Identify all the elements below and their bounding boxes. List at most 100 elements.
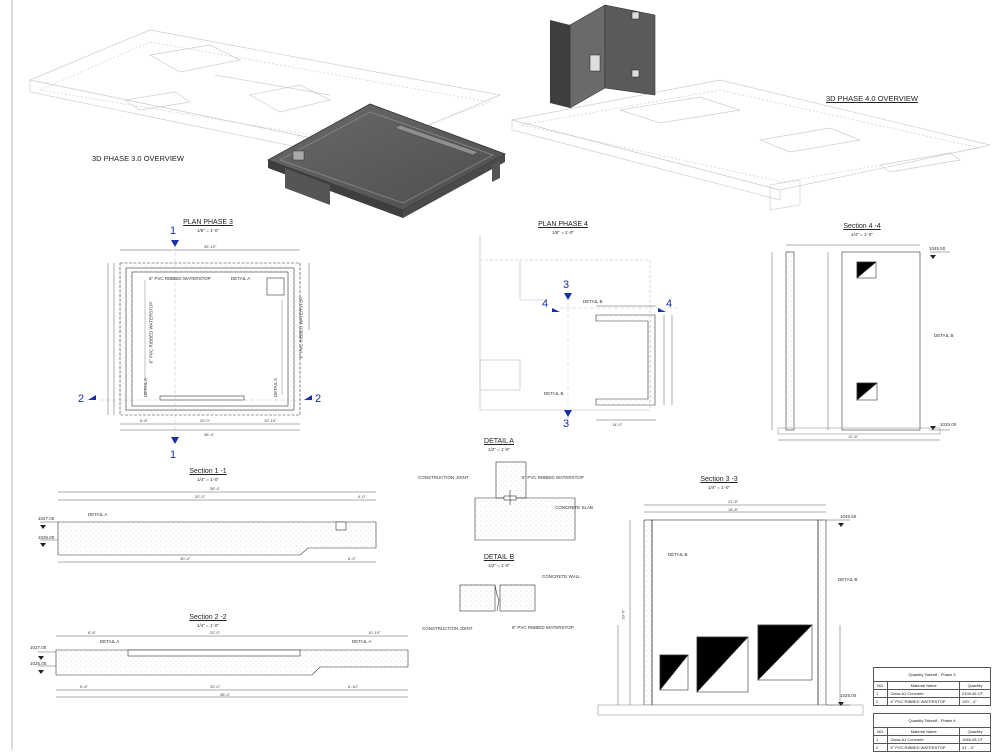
takeoff-phase3-cell: 1 <box>872 689 889 698</box>
overview-phase3-title: 3D PHASE 3.0 OVERVIEW <box>92 154 184 163</box>
detail-a-scale: 1/2" = 1'-0" <box>488 447 510 452</box>
takeoff-phase3-header-no: NO. <box>872 681 889 690</box>
section-marker-2-right: 2 <box>315 393 322 405</box>
section11-detail-a: DETAIL A <box>88 512 108 517</box>
detail-b-title: DETAIL B <box>483 554 515 561</box>
plan4-detail-b-top: DETAIL B <box>583 299 603 304</box>
plan4-dims <box>560 290 680 425</box>
takeoff-phase3-header-quantity: Quantity <box>959 681 991 690</box>
plan3-dim-bottom-right: 10'-10" <box>264 418 277 423</box>
detail-a-drawing <box>474 461 576 541</box>
takeoff-phase4-cell: 41' - 0" <box>959 743 991 752</box>
takeoff-phase4-cell: 2 <box>872 743 889 752</box>
detail-b-construction-joint: CONSTRUCTION JOINT <box>422 626 473 631</box>
plan3-dim-bottom-left: 6'-8" <box>140 418 148 423</box>
plan3-waterstop-top: 6" PVC RIBBED WATERSTOP <box>149 276 211 281</box>
takeoff-phase3-cell: Class A1 Concrete <box>887 689 961 698</box>
detail-b-drawing <box>459 584 536 612</box>
section-marker-1-top: 1 <box>170 225 177 237</box>
takeoff-phase4-header-quantity: Quantity <box>959 727 991 736</box>
elevation-markers <box>38 255 936 706</box>
section11-dim-top-mid: 32'-0" <box>195 494 206 499</box>
takeoff-phase3-cell: 120' - 4" <box>959 697 991 706</box>
table-row: 1 Class A1 Concrete 2100.46 CF <box>872 689 991 698</box>
plan-phase3-drawing <box>100 240 320 440</box>
plan3-markers <box>88 240 312 444</box>
section33-dim-top: 21'-8" <box>728 499 739 504</box>
section44-detail-b: DETAIL B <box>934 333 954 338</box>
section22-dim-bottom-mid: 22'-0" <box>210 684 221 689</box>
takeoff-phase4-header-material: Material Name <box>887 727 961 736</box>
detail-a-title: DETAIL A <box>484 438 514 445</box>
plan3-detail-a-top: DETAIL A <box>231 276 251 281</box>
plan3-detail-a-right: DETAIL A <box>273 377 279 398</box>
detail-a-construction-joint: CONSTRUCTION JOINT <box>418 475 469 480</box>
section22-scale: 1/4" = 1'-0" <box>197 623 219 628</box>
section-marker-3-bottom: 3 <box>563 418 570 430</box>
section11-dim-bottom-right: 8'-0" <box>348 556 356 561</box>
table-row: 2 6" PVC RIBBED WATERSTOP 120' - 4" <box>872 697 991 706</box>
section22-title: Section 2 -2 <box>189 614 227 621</box>
detail-b-scale: 1/2" = 1'-0" <box>488 563 510 568</box>
section33-dim-top2: 18'-8" <box>728 507 739 512</box>
takeoff-phase3-caption: Quantity Takeoff - Phase 3 <box>873 667 991 681</box>
section44-scale: 1/4" = 1'-0" <box>851 232 873 237</box>
plan3-dim-bottom-mid: 20'-0" <box>200 418 211 423</box>
takeoff-table-phase4: Quantity Takeoff - Phase 4 NO. Material … <box>872 713 991 752</box>
section11-drawing <box>40 491 377 563</box>
takeoff-phase4-cell: Class A1 Concrete <box>887 735 961 744</box>
overview-phase4-title: 3D PHASE 4.0 OVERVIEW <box>826 94 918 103</box>
section-marker-2-left: 2 <box>78 393 85 405</box>
plan4-markers <box>552 293 666 417</box>
plan-phase3-scale: 1/8" = 1'-0" <box>197 228 219 233</box>
takeoff-phase4-cell: 1 <box>872 735 889 744</box>
plan3-dim-bottom-total: 38'-4" <box>204 432 215 437</box>
takeoff-phase3-cell: 2100.46 CF <box>959 689 991 698</box>
takeoff-phase4-header-no: NO. <box>872 727 889 736</box>
takeoff-phase4-cell: 6" PVC RIBBED WATERSTOP <box>887 743 961 752</box>
slab-3d-phase3 <box>267 103 506 218</box>
section44-dim-bottom: 12'-6" <box>848 434 859 439</box>
section33-elev-top: 1045.50 <box>840 514 857 519</box>
section44-drawing <box>771 244 950 441</box>
section22-elev-bottom: 1025.00 <box>30 661 47 666</box>
section-marker-4-left: 4 <box>542 298 549 310</box>
section11-elev-top: 1027.00 <box>38 516 55 521</box>
section22-dim-top-left: 6'-8" <box>88 630 96 635</box>
section33-drawing <box>597 504 864 716</box>
takeoff-phase3-cell: 2 <box>872 697 889 706</box>
detail-b-concrete-wall: CONCRETE WALL <box>542 574 581 579</box>
section11-dim-bottom: 30'-4" <box>180 556 191 561</box>
takeoff-phase3-cell: 6" PVC RIBBED WATERSTOP <box>887 697 961 706</box>
section44-elev-bottom: 1025.00 <box>940 422 957 427</box>
plan-phase3-title: PLAN PHASE 3 <box>183 219 233 226</box>
section11-dim-top-right: 4'-0" <box>358 494 366 499</box>
wall-3d-phase4 <box>550 4 656 109</box>
section22-detail-a-left: DETAIL A <box>100 639 120 644</box>
section44-title: Section 4 -4 <box>843 223 881 230</box>
section33-detail-b-right: DETAIL B <box>838 577 858 582</box>
section22-drawing <box>38 635 409 698</box>
section33-scale: 1/4" = 1'-0" <box>708 485 730 490</box>
section22-dim-bottom-right: 8'-10" <box>348 684 359 689</box>
plan-phase4-scale: 1/8" = 1'-0" <box>552 230 574 235</box>
section33-dim-left: 20'-6" <box>620 609 626 620</box>
plan3-detail-a-left: DETAIL A <box>143 377 149 398</box>
section22-dim-top-mid: 22'-0" <box>210 630 221 635</box>
plan-phase4-drawing <box>479 235 651 411</box>
section33-title: Section 3 -3 <box>700 476 738 483</box>
section22-dim-bottom-total: 38'-4" <box>220 692 231 697</box>
section22-dim-bottom-left: 6'-8" <box>80 684 88 689</box>
detail-a-concrete-slab: CONCRETE SLAB <box>555 505 594 510</box>
plan3-dim-top: 35'-10" <box>204 244 217 249</box>
section11-scale: 1/4" = 1'-0" <box>197 477 219 482</box>
section22-elev-top: 1027.00 <box>30 645 47 650</box>
section22-detail-a-right: DETAIL A <box>352 639 372 644</box>
section11-dim-top: 38'-4" <box>210 486 221 491</box>
section-marker-1-bottom: 1 <box>170 449 177 461</box>
plan-phase4-walls <box>595 314 656 406</box>
detail-b-waterstop: 6" PVC RIBBED WATERSTOP <box>512 625 574 630</box>
section22-dim-top-right: 10'-10" <box>368 630 381 635</box>
takeoff-phase4-cell: 1065.28 CF <box>959 735 991 744</box>
